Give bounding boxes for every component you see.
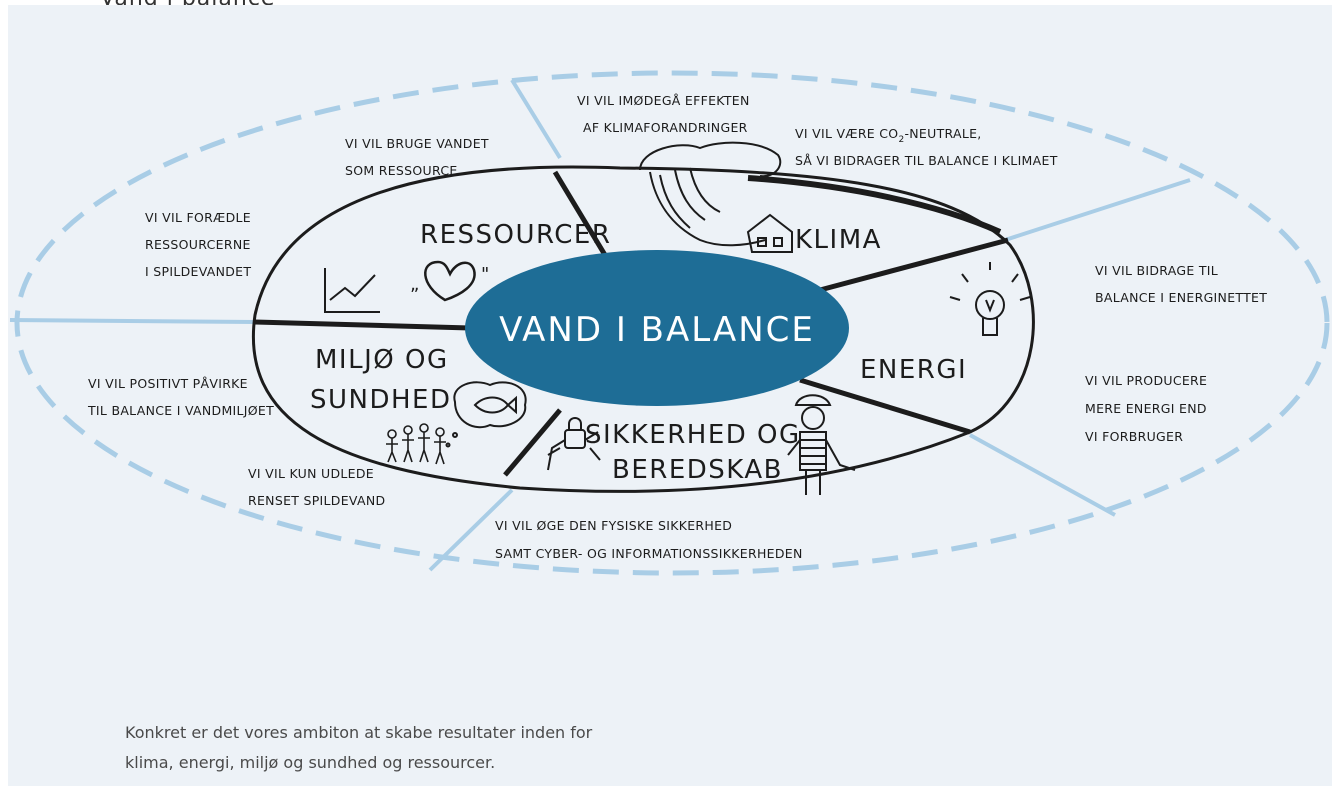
goal-foraedle-line2: RESSOURCERNE (145, 237, 251, 252)
goal-udlede-line2: RENSET SPiLDEVAND (248, 493, 385, 508)
area-sikkerhed-line1: SiKKERHED OG (585, 420, 801, 450)
goal-sikkerhed-line1: Vi ViL ØGE DEN FYSiSKE SiKKERHED (495, 518, 732, 533)
goal-producere-line1: Vi ViL PRODUCERE (1085, 373, 1207, 388)
area-miljo-line1: MiLJØ OG (315, 345, 449, 375)
area-energi: ENERGi (860, 355, 967, 385)
people-icon (386, 423, 446, 465)
area-ressourcer: RESSOURCER (420, 220, 611, 250)
wave-icon (639, 141, 782, 247)
lock-bug-icon (547, 417, 601, 471)
goal-sikkerhed-line2: SAMT CYBER- OG iNFORMATiONSSiKKERHEDEN (495, 546, 803, 561)
svg-text:„: „ (410, 274, 419, 295)
caption-line-1: Konkret er det vores ambiton at skabe re… (125, 723, 593, 742)
goal-foraedle-line3: i SPiLDEVANDET (145, 264, 251, 279)
center-label: VAND i BALANCE (499, 310, 815, 350)
svg-text:": " (481, 264, 489, 285)
goal-bruge-line1: Vi ViL BRUGE VANDET (345, 136, 489, 151)
goal-bidrage-line1: Vi ViL BiDRAGE TiL (1095, 263, 1218, 278)
goal-vandmiljo-line2: TiL BALANCE i VANDMiLJØET (87, 403, 274, 418)
goal-bruge-line2: SOM RESSOURCE (345, 163, 458, 178)
goal-producere-line2: MERE ENERGi END (1085, 401, 1207, 416)
outer-divider-lines (9, 78, 1191, 572)
goal-co2-line2: SÅ Vi BiDRAGER TiL BALANCE i KLiMAET (795, 153, 1058, 168)
area-sikkerhed-line2: BEREDSKAB (612, 455, 783, 485)
goal-foraedle-line1: Vi ViL FORÆDLE (145, 210, 251, 225)
inner-ring-accent (747, 175, 1002, 235)
goal-udlede-line1: Vi ViL KUN UDLEDE (248, 466, 374, 481)
growth-chart-icon (324, 268, 380, 313)
area-klima: KLiMA (795, 225, 882, 255)
caption-line-2: klima, energi, miljø og sundhed og resso… (125, 753, 496, 772)
firefighter-icon (787, 394, 856, 495)
goal-bidrage-line2: BALANCE i ENERGiNETTET (1095, 290, 1267, 305)
fish-bubble-icon (445, 381, 527, 448)
outer-dashed-ellipse (14, 70, 1330, 576)
caption-text: Konkret er det vores ambiton at skabe re… (125, 718, 685, 778)
goal-vandmiljo-line1: Vi ViL POSiTiVT PÅViRKE (88, 376, 248, 391)
goal-klimaforandringer-line1: Vi ViL iMØDEGÅ EFFEKTEN (577, 93, 750, 108)
house-icon (746, 213, 793, 253)
goal-klimaforandringer-line2: AF KLiMAFORANDRiNGER (583, 120, 748, 135)
lightbulb-icon (949, 262, 1031, 336)
center-blob (465, 250, 849, 406)
goal-producere-line3: Vi FORBRUGER (1085, 429, 1183, 444)
heart-icon: „ " (410, 260, 489, 302)
goal-co2-line1: Vi ViL VÆRE CO2-NEUTRALE, (795, 126, 982, 145)
area-miljo-line2: SUNDHED (310, 385, 452, 415)
inner-spokes (254, 170, 1009, 477)
